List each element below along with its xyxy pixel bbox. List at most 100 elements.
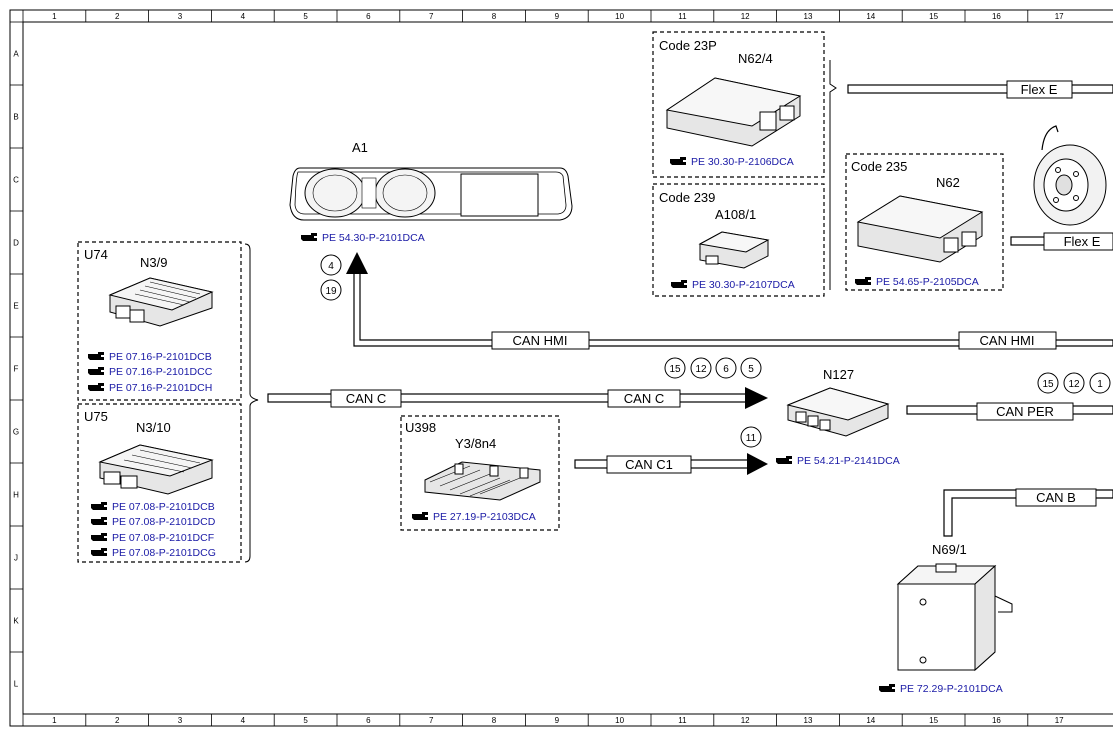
n69-1-label: N69/1	[932, 542, 967, 557]
svg-text:PE 07.08-P-2101DCB: PE 07.08-P-2101DCB	[112, 501, 215, 513]
n69-1-module[interactable]: N69/1 PE 72.29-P-2101DCA	[896, 542, 1013, 695]
u74-group[interactable]: U74 N3/9 PE 07.16-P-2101DCB PE 07.16-P-2…	[77, 241, 242, 401]
grid-column-label: 6	[366, 12, 371, 21]
flex-e-top-bus: Flex E	[847, 80, 1113, 99]
code-23p-group[interactable]: Code 23P N62/4 PE 30.30-P-2106DCA	[652, 31, 825, 178]
grid-column-label: 2	[115, 716, 120, 725]
tachometer-dial	[374, 168, 436, 218]
grid-column-label: 7	[429, 12, 434, 21]
grid-row-label: K	[13, 617, 19, 626]
pointing-hand-icon	[91, 502, 107, 510]
grid-row-label: L	[14, 680, 19, 689]
can-hmi-arrow	[346, 252, 368, 274]
grid-column-label: 6	[366, 716, 371, 725]
grid-row-label: A	[13, 50, 19, 59]
pointing-hand-icon	[88, 352, 104, 360]
grid-column-label: 1	[52, 12, 57, 21]
svg-text:15: 15	[1042, 379, 1054, 390]
grid-row-label: E	[13, 302, 18, 311]
brake-disc-sensor	[1033, 125, 1107, 226]
n62-4-module	[665, 77, 802, 147]
grid-column-label: 3	[178, 12, 183, 21]
pointing-hand-icon	[88, 367, 104, 375]
grid-row-label: J	[14, 554, 18, 563]
svg-text:PE 07.08-P-2101DCD: PE 07.08-P-2101DCD	[112, 516, 216, 528]
grid-column-label: 2	[115, 12, 120, 21]
svg-text:5: 5	[748, 364, 754, 375]
svg-text:PE 07.08-P-2101DCF: PE 07.08-P-2101DCF	[112, 532, 214, 544]
can-per-label: CAN PER	[996, 404, 1054, 419]
grid-column-label: 5	[303, 12, 308, 21]
code-235-label: Code 235	[851, 159, 907, 174]
grid-column-label: 8	[492, 716, 497, 725]
pointing-hand-icon	[879, 684, 895, 692]
n62-module	[856, 195, 984, 263]
n3-10-ecu	[98, 444, 214, 495]
n62-label: N62	[936, 175, 960, 190]
y3-8n4-module	[424, 461, 541, 501]
code-239-label: Code 239	[659, 190, 715, 205]
y3-8n4-label: Y3/8n4	[455, 436, 496, 451]
pointing-hand-icon	[301, 233, 317, 241]
can-c-left-label: CAN C	[346, 391, 386, 406]
grid-column-label: 11	[678, 716, 687, 725]
grid-row-label: G	[13, 428, 19, 437]
grid-column-label: 14	[866, 12, 875, 21]
u75-group[interactable]: U75 N3/10 PE 07.08-P-2101DCB PE 07.08-P-…	[77, 403, 242, 563]
u74-u75-brace	[244, 243, 259, 563]
n3-10-label: N3/10	[136, 420, 171, 435]
a1-callouts: 4 19	[320, 254, 342, 301]
outer-frame	[9, 9, 1113, 727]
pointing-hand-icon	[88, 383, 104, 391]
code-brace	[829, 60, 837, 290]
svg-text:PE 07.16-P-2101DCH: PE 07.16-P-2101DCH	[109, 382, 212, 394]
grid-column-label: 3	[178, 716, 183, 725]
a1-label: A1	[352, 140, 368, 155]
pointing-hand-icon	[671, 280, 687, 288]
pointing-hand-icon	[91, 548, 107, 556]
cluster-display	[460, 173, 539, 217]
u398-group[interactable]: U398 Y3/8n4 PE 27.19-P-2103DCA	[400, 415, 560, 531]
grid-row-label: D	[13, 239, 19, 248]
u74-label: U74	[84, 247, 108, 262]
a1-instrument-cluster[interactable]: A1 PE 54.30-P-2101DCA	[289, 140, 573, 244]
a108-1-module	[698, 231, 770, 269]
speedometer-dial	[304, 168, 366, 218]
grid-column-label: 13	[804, 716, 813, 725]
grid-column-label: 10	[615, 716, 624, 725]
u75-label: U75	[84, 409, 108, 424]
grid-column-label: 1	[52, 716, 57, 725]
n127-module[interactable]: N127 PE 54.21-P-2141DCA	[786, 367, 900, 467]
grid-column-label: 16	[992, 716, 1001, 725]
pointing-hand-icon	[855, 277, 871, 285]
svg-text:15: 15	[669, 364, 681, 375]
can-c-right-label: CAN C	[624, 391, 664, 406]
grid-column-label: 15	[929, 12, 938, 21]
grid-row-label: H	[13, 491, 19, 500]
n127-can-c-callouts: 15 12 6 5	[664, 357, 762, 379]
can-b-bus: CAN B	[943, 488, 1113, 537]
svg-text:12: 12	[695, 364, 707, 375]
can-c-bus: CAN C CAN C	[267, 387, 768, 409]
can-hmi-right-label: CAN HMI	[980, 333, 1035, 348]
svg-text:PE 30.30-P-2106DCA: PE 30.30-P-2106DCA	[691, 156, 794, 168]
svg-text:PE 30.30-P-2107DCA: PE 30.30-P-2107DCA	[692, 279, 795, 291]
code-239-group[interactable]: Code 239 A108/1 PE 30.30-P-2107DCA	[652, 183, 825, 297]
code-23p-label: Code 23P	[659, 38, 717, 53]
svg-text:PE 07.16-P-2101DCC: PE 07.16-P-2101DCC	[109, 366, 213, 378]
svg-text:PE 54.21-P-2141DCA: PE 54.21-P-2141DCA	[797, 455, 900, 467]
grid-column-label: 4	[241, 716, 246, 725]
flex-e-mid-bus: Flex E	[1010, 232, 1113, 251]
can-hmi-left-label: CAN HMI	[513, 333, 568, 348]
grid-column-label: 12	[741, 12, 750, 21]
grid-column-label: 9	[555, 716, 560, 725]
svg-text:1: 1	[1097, 379, 1103, 390]
code-235-group[interactable]: Code 235 N62 PE 54.65-P-2105DCA	[845, 153, 1004, 291]
can-c-arrow	[745, 387, 768, 409]
pointing-hand-icon	[670, 157, 686, 165]
flex-e-top-label: Flex E	[1021, 82, 1058, 97]
n3-9-label: N3/9	[140, 255, 167, 270]
